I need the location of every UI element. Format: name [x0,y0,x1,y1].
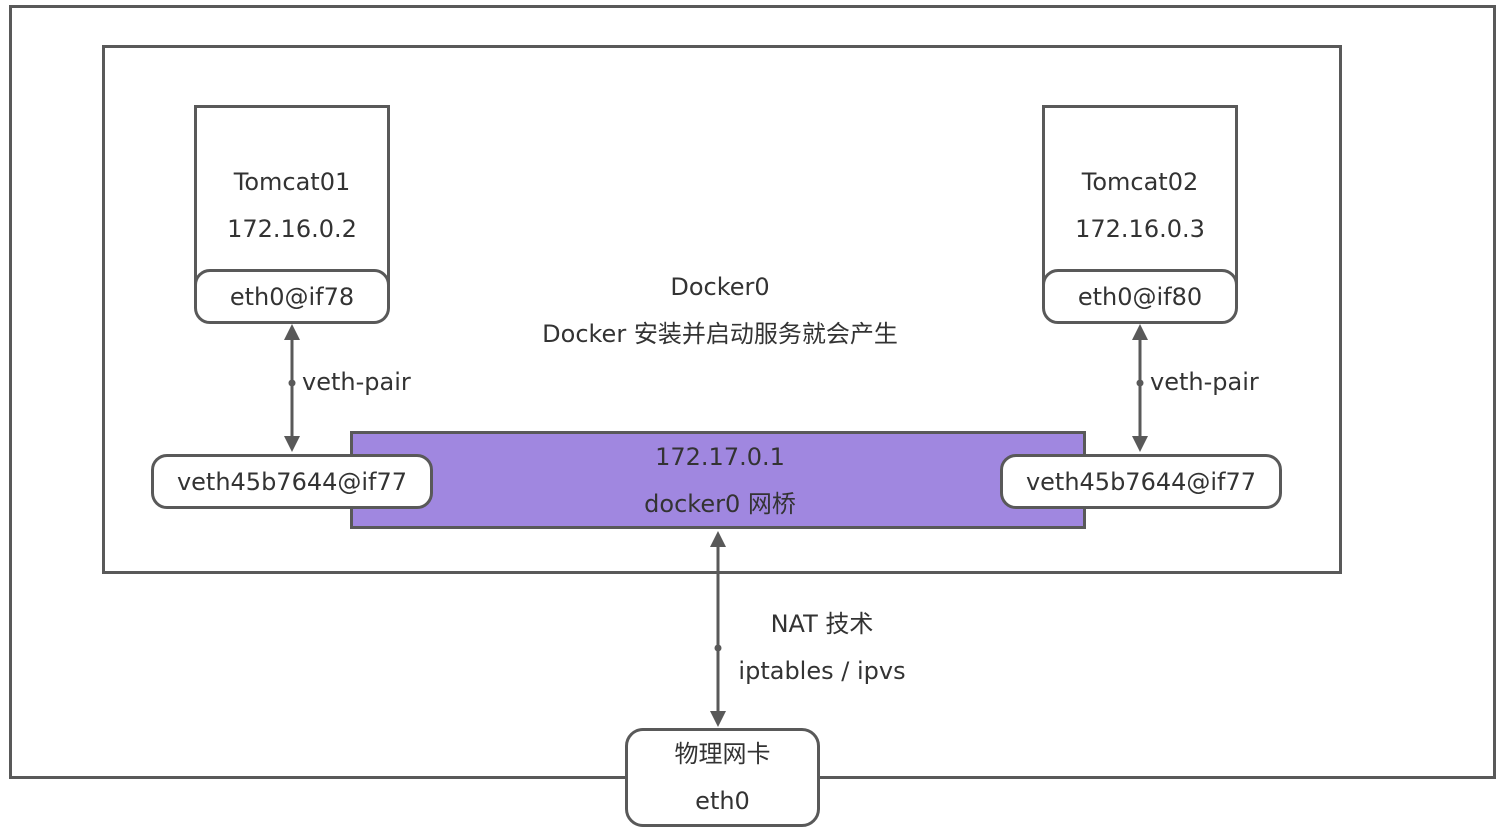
veth-pair-arrow [1132,324,1148,452]
bridge-name: docker0 网桥 [644,490,796,518]
nat-title: NAT 技术 [770,610,874,638]
docker0-bridge [350,431,1086,529]
veth-pair-label: veth-pair [1150,368,1259,396]
container-ip: 172.16.0.2 [227,215,357,243]
physical-nic [625,728,820,827]
veth-pair-label: veth-pair [302,368,411,396]
physical-nic-title: 物理网卡 [674,740,771,768]
host-title: Docker0 [670,273,770,301]
host-veth-interface: veth45b7644@if77 [1000,454,1282,509]
container-tomcat02 [1042,105,1238,295]
physical-nic-name: eth0 [695,787,750,815]
nat-detail: iptables / ipvs [738,657,906,685]
container-interface: eth0@if80 [1042,269,1238,324]
host-veth-interface: veth45b7644@if77 [151,454,433,509]
bridge-ip: 172.17.0.1 [655,443,785,471]
container-ip: 172.16.0.3 [1075,215,1205,243]
container-name: Tomcat02 [1081,168,1199,196]
container-interface: eth0@if78 [194,269,390,324]
container-name: Tomcat01 [233,168,351,196]
host-subtitle: Docker 安装并启动服务就会产生 [542,320,898,348]
nat-arrow [710,531,726,727]
veth-pair-arrow [284,324,300,452]
